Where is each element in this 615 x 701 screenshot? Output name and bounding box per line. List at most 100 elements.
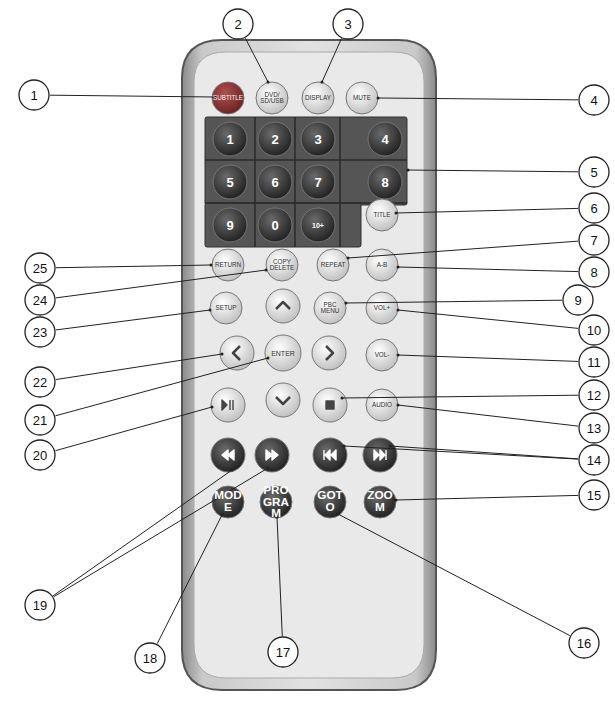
- remote-button: [314, 292, 346, 324]
- button-label: MODE: [213, 490, 243, 514]
- leader-line: [396, 495, 578, 500]
- button-label: 0: [260, 219, 290, 232]
- remote-button: [213, 122, 247, 156]
- callout-number: 19: [33, 599, 47, 612]
- callout-circle: [268, 637, 298, 667]
- leader-line: [56, 310, 210, 330]
- button-label: 1: [215, 133, 245, 146]
- remote-button: [366, 199, 398, 231]
- remote-button: [266, 289, 300, 323]
- button-label: VOL-: [366, 352, 398, 358]
- callout-number: 10: [587, 324, 601, 337]
- leader-dot: [395, 499, 398, 502]
- remote-button: [346, 82, 378, 114]
- button-label: 9: [215, 219, 245, 232]
- callout-number: 13: [587, 422, 601, 435]
- leader-line: [322, 39, 341, 82]
- button-label: DISPLAY: [302, 95, 334, 101]
- remote-button: [364, 486, 396, 518]
- callout-number: 3: [344, 18, 351, 31]
- remote-button: [266, 249, 298, 281]
- remote-body: [182, 40, 436, 690]
- leader-line: [398, 355, 578, 361]
- button-icon: [326, 401, 334, 409]
- remote-button: [366, 292, 398, 324]
- leader-line: [408, 170, 578, 172]
- remote-button: [366, 389, 398, 421]
- leader-line: [378, 98, 578, 100]
- callout-circle: [579, 380, 609, 410]
- remote-button: [211, 388, 245, 422]
- leader-dot: [267, 357, 270, 360]
- leader-dot: [321, 81, 324, 84]
- button-label: SUBTITLE: [212, 95, 244, 101]
- leader-dot: [267, 467, 270, 470]
- remote-button: [266, 383, 300, 417]
- leader-dot: [221, 514, 224, 517]
- callout-circle: [25, 590, 55, 620]
- button-label: DVD/ SD/USB: [256, 92, 288, 105]
- leader-dot: [397, 309, 400, 312]
- callout-circle: [333, 9, 363, 39]
- callout-circle: [579, 413, 609, 443]
- button-label: GOTO: [315, 490, 345, 514]
- callout-circle: [25, 440, 55, 470]
- leader-line: [398, 310, 578, 328]
- leader-line: [396, 208, 578, 213]
- button-label: 7: [303, 176, 333, 189]
- remote-button: [363, 438, 397, 472]
- callout-number: 18: [143, 652, 157, 665]
- button-icon: [276, 397, 290, 404]
- button-label: PROGRAM: [261, 484, 291, 519]
- leader-line: [157, 515, 222, 644]
- callout-number: 4: [590, 94, 597, 107]
- button-icon: [374, 450, 386, 460]
- remote-button: [265, 335, 301, 371]
- callout-circle: [25, 253, 55, 283]
- button-label: 2: [260, 133, 290, 146]
- callout-number: 25: [33, 262, 47, 275]
- callout-number: 8: [590, 266, 597, 279]
- leader-line: [245, 38, 268, 82]
- callout-circle: [579, 315, 609, 345]
- callout-circle: [569, 628, 599, 658]
- remote-button: [211, 438, 245, 472]
- leader-line: [398, 267, 578, 272]
- remote-button: [366, 339, 398, 371]
- button-label: 6: [260, 176, 290, 189]
- remote-button: [258, 122, 292, 156]
- button-label: ZOOM: [365, 490, 395, 514]
- callout-number: 7: [590, 234, 597, 247]
- callout-circle: [19, 80, 49, 110]
- leader-line: [348, 241, 578, 258]
- leader-line: [56, 270, 266, 298]
- button-label: AUDIO: [366, 402, 398, 408]
- leader-dot: [345, 302, 348, 305]
- remote-button: [313, 438, 347, 472]
- callout-number: 12: [587, 389, 601, 402]
- button-label: RETURN: [212, 262, 244, 268]
- callout-number: 14: [587, 454, 601, 467]
- callout-number: 16: [577, 637, 591, 650]
- button-icon: [324, 450, 336, 460]
- callout-number: 22: [33, 376, 47, 389]
- leader-dot: [377, 97, 380, 100]
- leader-line: [56, 265, 211, 268]
- leader-dot: [337, 513, 340, 516]
- remote-button: [313, 388, 347, 422]
- remote-button: [212, 82, 244, 114]
- button-icon: [233, 346, 240, 360]
- callout-circle: [579, 225, 609, 255]
- remote-button: [368, 165, 402, 199]
- leader-dot: [265, 269, 268, 272]
- callout-number: 5: [590, 166, 597, 179]
- remote-button: [256, 82, 288, 114]
- leader-dot: [341, 397, 344, 400]
- callout-circle: [25, 317, 55, 347]
- leader-line: [54, 468, 268, 597]
- leader-line: [342, 395, 578, 398]
- leader-line: [344, 446, 578, 459]
- remote-button: [301, 165, 335, 199]
- button-label: MUTE: [346, 95, 378, 101]
